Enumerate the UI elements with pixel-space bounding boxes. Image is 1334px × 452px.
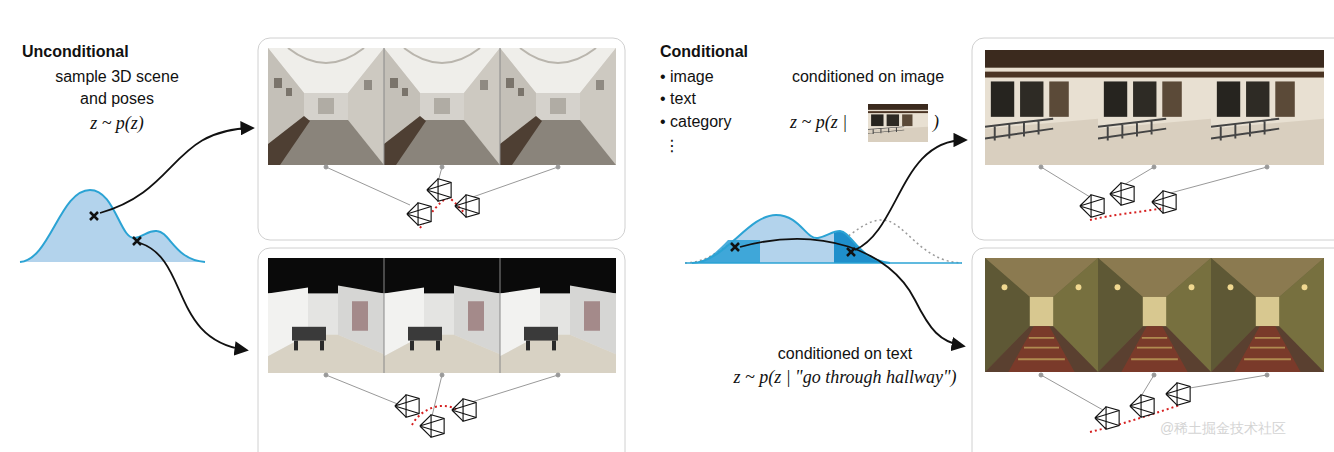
bullet-item: • text	[660, 88, 696, 110]
result-panel	[258, 38, 625, 240]
camera-frustums	[395, 179, 1190, 437]
sample-arrow	[100, 128, 965, 350]
description: sample 3D scene and poses	[47, 66, 187, 110]
ellipsis: ⋮	[664, 135, 680, 157]
conditional-distribution	[692, 240, 760, 263]
camera-leaders	[324, 165, 1269, 416]
section-heading: Conditional	[660, 41, 748, 63]
formula: z ~ p(z |	[790, 111, 847, 133]
condition-image	[868, 104, 928, 142]
result-panel	[972, 248, 1334, 452]
distribution-outline	[20, 190, 205, 262]
section-heading: Unconditional	[22, 41, 129, 63]
result-panel	[972, 38, 1334, 240]
sample-mark	[90, 212, 855, 256]
description: conditioned on text	[725, 343, 965, 365]
watermark: @稀土掘金技术社区	[1160, 417, 1286, 439]
formula: )	[933, 111, 939, 133]
description: conditioned on image	[758, 66, 978, 88]
formula: z ~ p(z)	[37, 112, 197, 134]
distribution	[20, 190, 205, 262]
rendered-views	[268, 48, 1324, 373]
baseline	[685, 262, 962, 264]
result-panel	[258, 248, 625, 452]
camera-trajectory	[412, 198, 1180, 432]
bullet-item: • category	[660, 111, 731, 133]
formula: z ~ p(z | "go through hallway")	[720, 366, 970, 388]
bullet-item: • image	[660, 66, 714, 88]
